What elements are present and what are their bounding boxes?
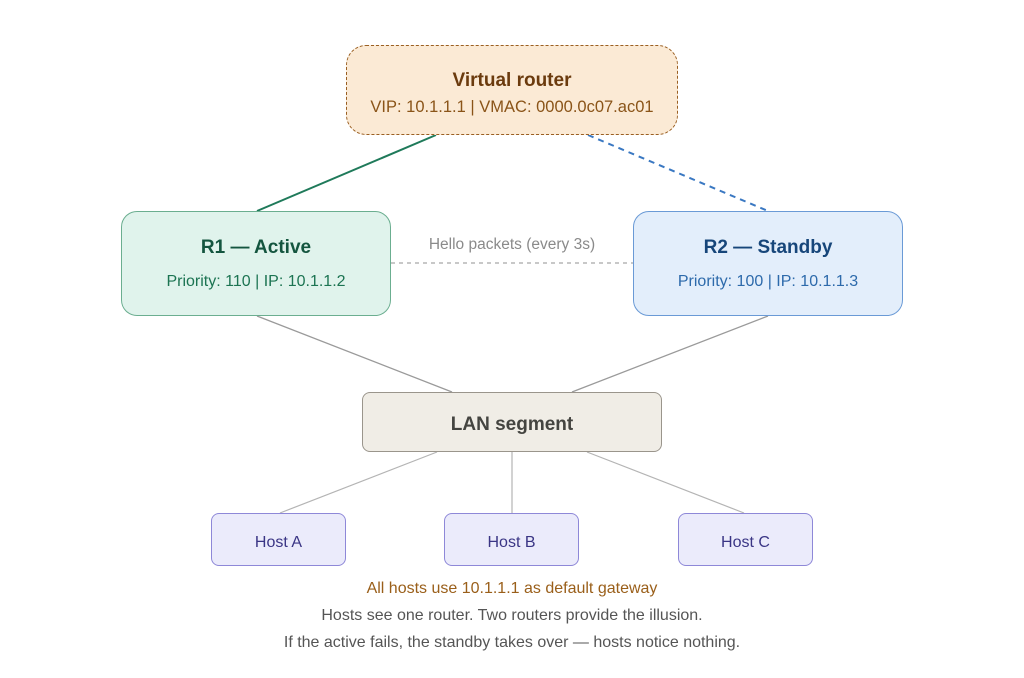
- virtual-router-subtitle: VIP: 10.1.1.1 | VMAC: 0000.0c07.ac01: [370, 97, 654, 116]
- lan-to-host-a-link: [279, 451, 438, 514]
- lan-segment-title: LAN segment: [450, 414, 574, 435]
- router-r2-standby-node: R2 — Standby Priority: 100 | IP: 10.1.1.…: [633, 211, 903, 316]
- host-c-node: Host C: [678, 513, 813, 566]
- illusion-caption: Hosts see one router. Two routers provid…: [321, 607, 703, 624]
- standby-link-r2-to-virtual-router: [587, 134, 769, 212]
- active-link-r1-to-virtual-router: [256, 134, 437, 212]
- router-r1-active-node: R1 — Active Priority: 110 | IP: 10.1.1.2: [121, 211, 391, 316]
- host-c-label: Host C: [721, 533, 770, 551]
- host-b-label: Host B: [487, 533, 536, 551]
- gateway-caption: All hosts use 10.1.1.1 as default gatewa…: [366, 580, 658, 597]
- r1-to-lan-link: [256, 315, 453, 393]
- host-b-node: Host B: [444, 513, 579, 566]
- lan-segment-node: LAN segment: [362, 392, 662, 452]
- router-r2-subtitle: Priority: 100 | IP: 10.1.1.3: [677, 272, 859, 290]
- router-r1-subtitle: Priority: 110 | IP: 10.1.1.2: [166, 272, 346, 290]
- hello-packets-label: Hello packets (every 3s): [428, 236, 596, 253]
- host-a-node: Host A: [211, 513, 346, 566]
- host-a-label: Host A: [254, 533, 303, 551]
- virtual-router-node: Virtual router VIP: 10.1.1.1 | VMAC: 000…: [346, 45, 678, 135]
- failover-caption: If the active fails, the standby takes o…: [283, 634, 741, 651]
- lan-to-host-c-link: [586, 451, 745, 514]
- virtual-router-title: Virtual router: [452, 69, 572, 91]
- router-r2-title: R2 — Standby: [703, 236, 833, 258]
- r2-to-lan-link: [571, 315, 769, 393]
- router-r1-title: R1 — Active: [200, 236, 312, 258]
